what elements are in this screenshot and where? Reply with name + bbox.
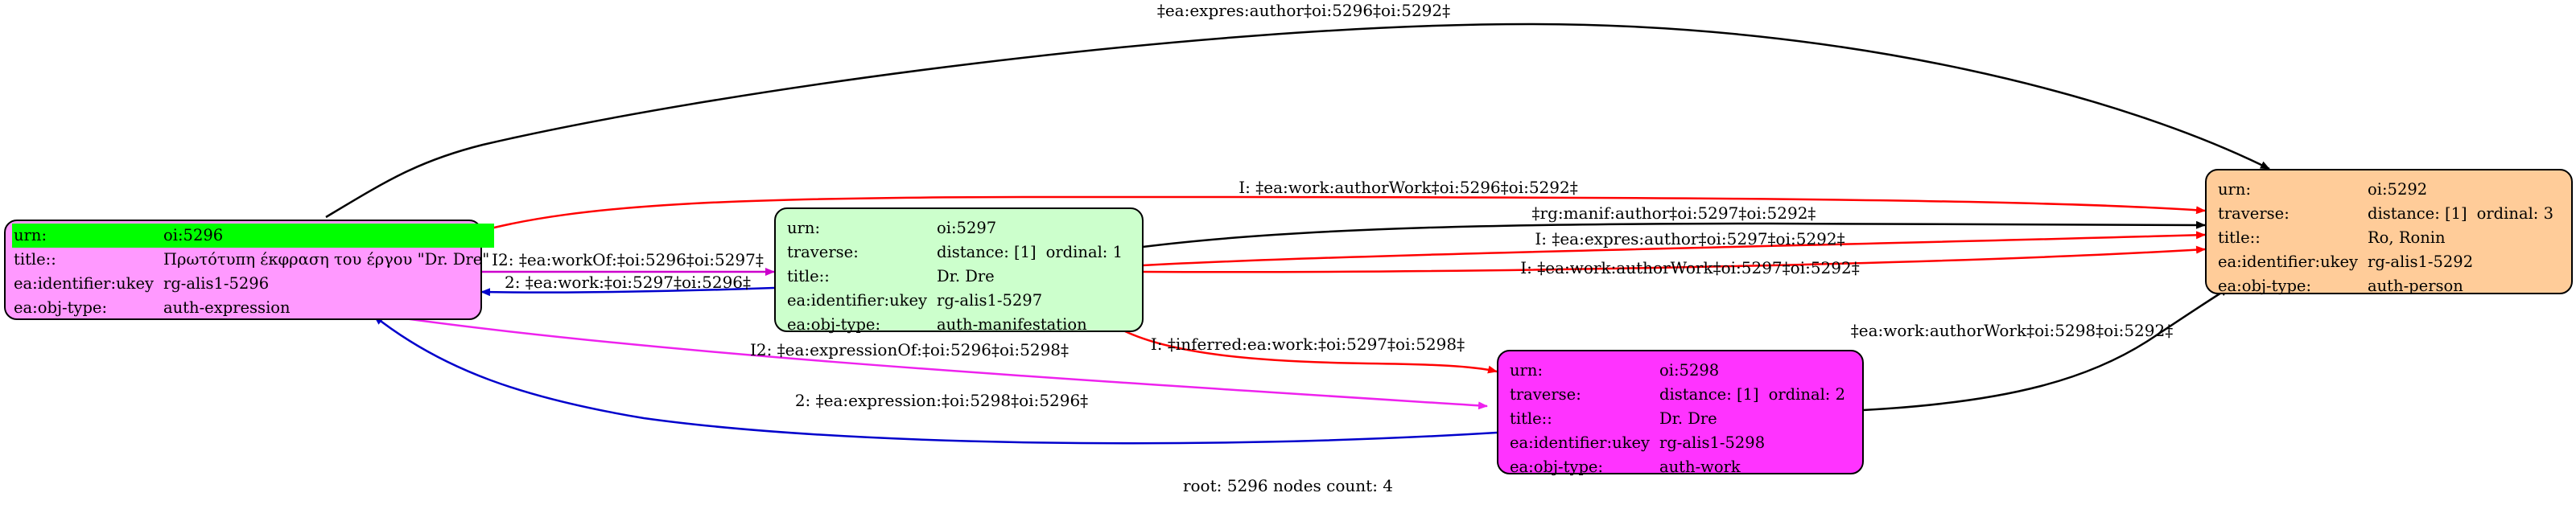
traverse-distance: distance: [1] — [1659, 385, 1759, 404]
row-key: title:: — [787, 267, 830, 285]
row-value: auth-work — [1659, 458, 1741, 476]
node-5297-table: urn: oi:5297 traverse: distance: [1] ord… — [785, 216, 1127, 337]
graph-footer: root: 5296 nodes count: 4 — [1182, 476, 1394, 495]
row-key: ea:obj-type: — [1510, 458, 1604, 476]
node-5298-row: title:: Dr. Dre — [1508, 407, 1850, 431]
urn-key: urn: — [12, 224, 159, 248]
urn-value: oi:5296 — [159, 224, 495, 248]
edge-label-inferred-work-5297-5298: I: ‡inferred:ea:work:‡oi:5297‡oi:5298‡ — [1151, 335, 1465, 354]
edge-label-expres-author-5297-5292: I: ‡ea:expres:author‡oi:5297‡oi:5292‡ — [1535, 229, 1844, 248]
traverse-ordinal: ordinal: 3 — [2476, 204, 2553, 223]
node-5292-traverse-row: traverse: distance: [1] ordinal: 3 — [2216, 202, 2558, 226]
node-5297-urn-row: urn: oi:5297 — [785, 216, 1127, 240]
node-5297[interactable]: urn: oi:5297 traverse: distance: [1] ord… — [774, 207, 1144, 334]
row-value: rg-alis1-5296 — [163, 274, 270, 293]
row-value: Dr. Dre — [937, 267, 995, 285]
node-5292-row: ea:obj-type: auth-person — [2216, 274, 2558, 298]
urn-value: oi:5298 — [1659, 361, 1720, 380]
node-5297-row: title:: Dr. Dre — [785, 265, 1127, 289]
edge-label-expressionof-5296-5298: I2: ‡ea:expressionOf:‡oi:5296‡oi:5298‡ — [750, 340, 1069, 359]
urn-key: urn: — [1510, 361, 1544, 380]
edge-work-authorwork-5296-5292 — [480, 195, 2206, 232]
urn-key: urn: — [787, 219, 821, 237]
row-value: Ro, Ronin — [2368, 228, 2446, 247]
row-value: rg-alis1-5298 — [1659, 433, 1766, 452]
row-key: ea:obj-type: — [14, 298, 108, 317]
row-value: rg-alis1-5292 — [2368, 252, 2474, 271]
edge-work-5297-5296 — [480, 286, 775, 297]
edge-label-manif-author-5297-5292: ‡rg:manif:author‡oi:5297‡oi:5292‡ — [1532, 203, 1816, 223]
traverse-key: traverse: — [2218, 204, 2290, 223]
row-key: ea:identifier:ukey — [14, 274, 154, 293]
row-value: Πρωτότυπη έκφραση του έργου "Dr. Dre" — [163, 250, 490, 269]
node-5296-urn-row: urn: oi:5296 — [12, 224, 495, 248]
edge-work-authorwork-5298-5292 — [1862, 286, 2230, 412]
urn-value: oi:5297 — [937, 219, 997, 237]
traverse-key: traverse: — [1510, 385, 1581, 404]
traverse-ordinal: ordinal: 1 — [1045, 243, 1123, 261]
edge-label-work-authorwork-5296-5292: I: ‡ea:work:authorWork‡oi:5296‡oi:5292‡ — [1239, 178, 1577, 197]
row-key: ea:obj-type: — [2218, 277, 2312, 295]
edge-label-expression-5298-5296: 2: ‡ea:expression:‡oi:5298‡oi:5296‡ — [795, 391, 1088, 410]
row-key: ea:identifier:ukey — [787, 291, 927, 310]
node-5298-table: urn: oi:5298 traverse: distance: [1] ord… — [1508, 359, 1850, 479]
node-5296-table: urn: oi:5296 title:: Πρωτότυπη έκφραση τ… — [12, 224, 495, 320]
edge-inferred-work-5297-5298 — [1118, 326, 1498, 374]
node-5296-row: ea:identifier:ukey rg-alis1-5296 — [12, 272, 494, 296]
traverse-distance: distance: [1] — [937, 243, 1037, 261]
row-key: title:: — [2218, 228, 2261, 247]
node-5297-traverse-row: traverse: distance: [1] ordinal: 1 — [785, 240, 1127, 265]
edge-label-work-authorwork-5297-5292: I: ‡ea:work:authorWork‡oi:5297‡oi:5292‡ — [1520, 258, 1859, 277]
edge-expres-author-5296-5292 — [325, 23, 2270, 219]
row-key: ea:identifier:ukey — [1510, 433, 1650, 452]
node-5292-table: urn: oi:5292 traverse: distance: [1] ord… — [2216, 178, 2558, 298]
urn-value: oi:5292 — [2368, 180, 2428, 199]
edge-manif-author-5297-5292 — [1142, 220, 2206, 248]
edge-work-authorwork-5297-5292 — [1142, 245, 2206, 273]
edge-label-workof-5296-5297: I2: ‡ea:workOf:‡oi:5296‡oi:5297‡ — [492, 250, 764, 269]
node-5298-urn-row: urn: oi:5298 — [1508, 359, 1850, 383]
edge-label-expres-author-5296-5292: ‡ea:expres:author‡oi:5296‡oi:5292‡ — [1157, 1, 1450, 20]
row-key: title:: — [1510, 409, 1552, 428]
node-5292-row: ea:identifier:ukey rg-alis1-5292 — [2216, 250, 2558, 274]
node-5298[interactable]: urn: oi:5298 traverse: distance: [1] ord… — [1497, 350, 1864, 476]
node-5292-urn-row: urn: oi:5292 — [2216, 178, 2558, 202]
row-value: auth-person — [2368, 277, 2463, 295]
row-key: ea:obj-type: — [787, 315, 881, 334]
node-5298-traverse-row: traverse: distance: [1] ordinal: 2 — [1508, 383, 1850, 407]
node-5292-row: title:: Ro, Ronin — [2216, 226, 2558, 250]
row-key: ea:identifier:ukey — [2218, 252, 2358, 271]
node-5296[interactable]: urn: oi:5296 title:: Πρωτότυπη έκφραση τ… — [4, 220, 495, 320]
edge-expressionof-5296-5298 — [369, 312, 1488, 410]
traverse-ordinal: ordinal: 2 — [1768, 385, 1845, 404]
node-5297-row: ea:identifier:ukey rg-alis1-5297 — [785, 289, 1127, 313]
node-5296-row: title:: Πρωτότυπη έκφραση του έργου "Dr.… — [12, 248, 494, 272]
row-value: rg-alis1-5297 — [937, 291, 1043, 310]
row-value: auth-expression — [163, 298, 291, 317]
edge-expression-5298-5296 — [373, 315, 1498, 445]
row-value: auth-manifestation — [937, 315, 1087, 334]
edge-expres-author-5297-5292 — [1142, 231, 2206, 267]
node-5297-row: ea:obj-type: auth-manifestation — [785, 313, 1127, 337]
row-value: Dr. Dre — [1659, 409, 1717, 428]
node-5296-row: ea:obj-type: auth-expression — [12, 296, 494, 320]
traverse-key: traverse: — [787, 243, 859, 261]
urn-key: urn: — [2218, 180, 2252, 199]
traverse-distance: distance: [1] — [2368, 204, 2467, 223]
edge-label-work-5297-5296: 2: ‡ea:work:‡oi:5297‡oi:5296‡ — [505, 273, 751, 292]
node-5298-row: ea:identifier:ukey rg-alis1-5298 — [1508, 431, 1850, 455]
edge-label-work-authorwork-5298-5292: ‡ea:work:authorWork‡oi:5298‡oi:5292‡ — [1851, 321, 2173, 340]
row-key: title:: — [14, 250, 56, 269]
node-5298-row: ea:obj-type: auth-work — [1508, 455, 1850, 479]
node-5292[interactable]: urn: oi:5292 traverse: distance: [1] ord… — [2205, 169, 2573, 295]
